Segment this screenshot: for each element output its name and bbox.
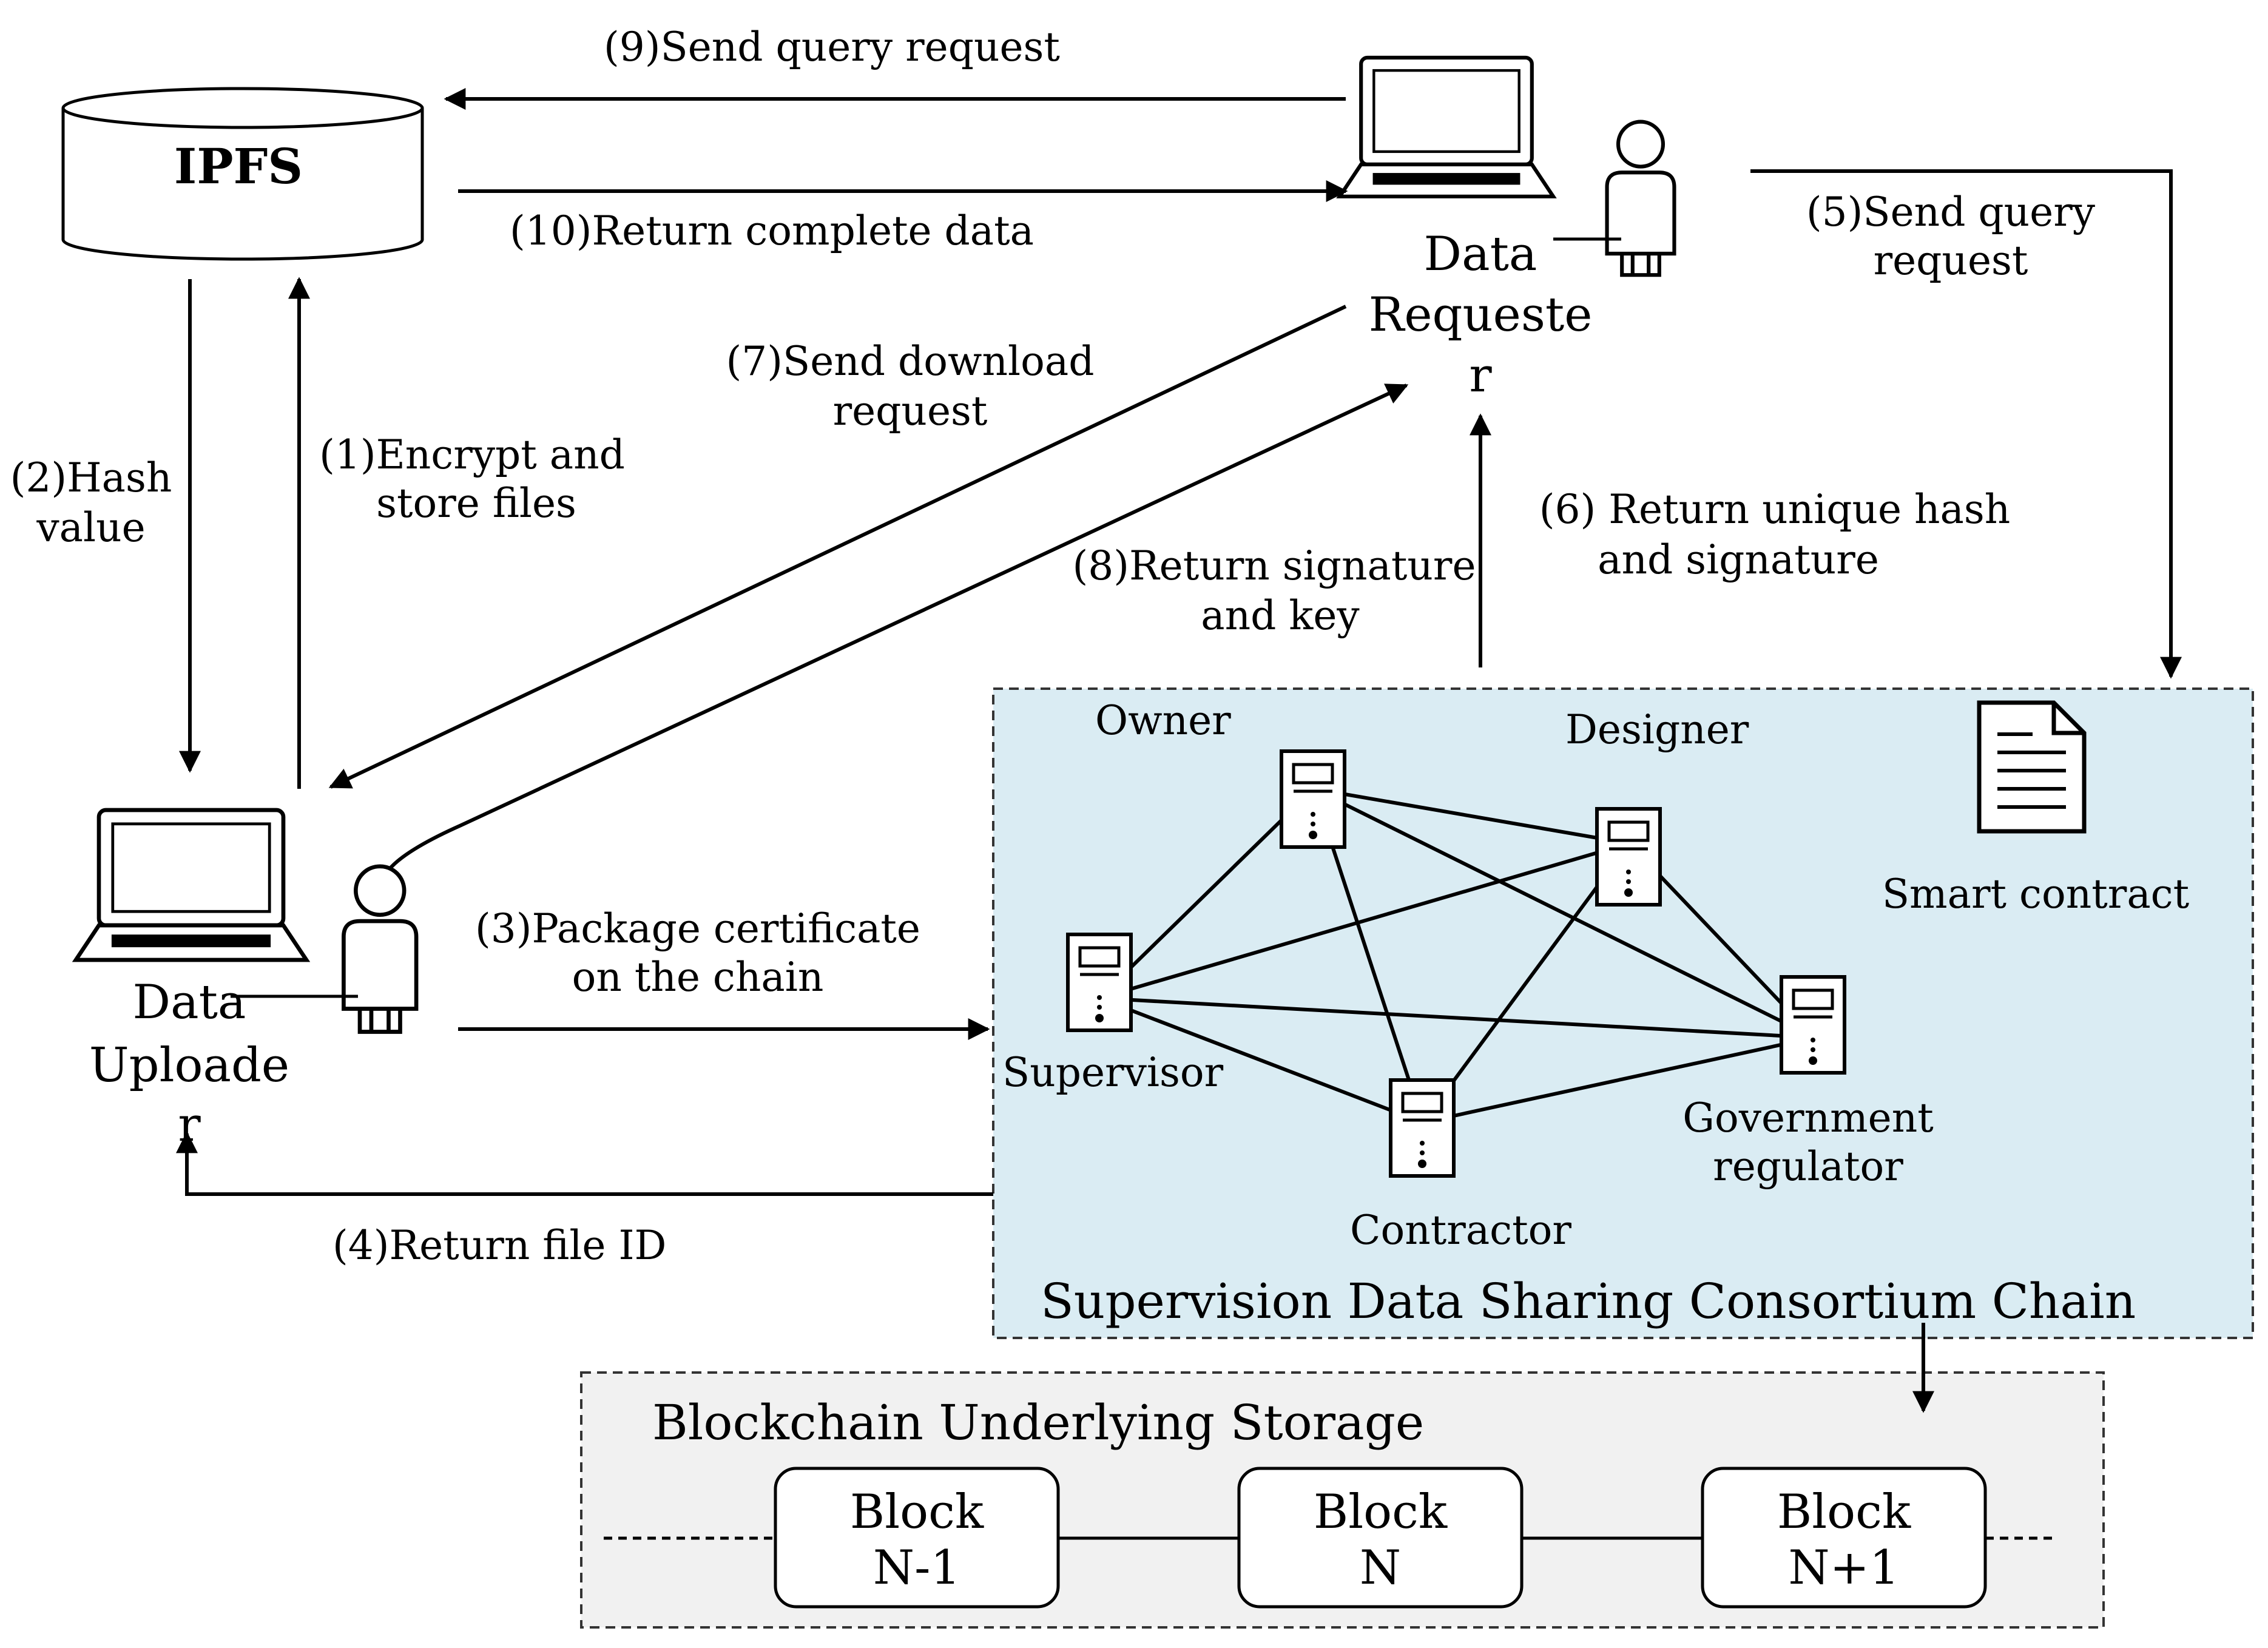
uploader-person-icon bbox=[343, 866, 416, 1032]
government-server-icon bbox=[1781, 977, 1844, 1073]
contractor-server-icon bbox=[1391, 1080, 1454, 1176]
block-label: Block bbox=[1314, 1485, 1448, 1539]
step-7-label: (7)Send download bbox=[726, 338, 1095, 385]
block-label: Block bbox=[1777, 1485, 1911, 1539]
block-label: Block bbox=[850, 1485, 984, 1539]
step-6-label: and signature bbox=[1598, 536, 1879, 583]
step-8-label: and key bbox=[1201, 592, 1360, 639]
block-label: N bbox=[1360, 1541, 1401, 1595]
requester-laptop-icon bbox=[1340, 58, 1553, 197]
step-9-label: (9)Send query request bbox=[604, 24, 1060, 70]
data-uploader-label: Data bbox=[133, 975, 246, 1030]
data-uploader-label: r bbox=[178, 1098, 201, 1152]
uploader-laptop-icon bbox=[76, 810, 306, 960]
data-requester-label: r bbox=[1469, 348, 1492, 403]
data-uploader-label: Uploade bbox=[89, 1038, 289, 1093]
block-label: N+1 bbox=[1788, 1541, 1899, 1595]
block-n-1: Block N-1 bbox=[774, 1467, 1060, 1609]
step-3-label: (3)Package certificate bbox=[475, 905, 920, 952]
government-regulator-label: regulator bbox=[1713, 1143, 1903, 1190]
step-8-label: (8)Return signature bbox=[1072, 542, 1476, 589]
arrow-4-return-file-id bbox=[176, 1131, 993, 1196]
designer-label: Designer bbox=[1565, 706, 1749, 753]
storage-title: Blockchain Underlying Storage bbox=[652, 1394, 1424, 1451]
arrow-5-send-query bbox=[1750, 169, 2182, 679]
requester-person-icon bbox=[1607, 122, 1675, 275]
step-2-label: value bbox=[36, 504, 145, 551]
step-4-label: (4)Return file ID bbox=[332, 1222, 666, 1269]
designer-server-icon bbox=[1597, 809, 1660, 905]
ipfs-label: IPFS bbox=[174, 138, 303, 195]
step-6-label: (6) Return unique hash bbox=[1539, 486, 2010, 533]
owner-label: Owner bbox=[1095, 697, 1231, 744]
contractor-label: Contractor bbox=[1350, 1207, 1571, 1254]
step-2-label: (2)Hash bbox=[10, 454, 172, 501]
step-3-label: on the chain bbox=[572, 954, 824, 1001]
step-5-label: request bbox=[1874, 237, 2028, 284]
owner-server-icon bbox=[1281, 751, 1345, 847]
supervisor-label: Supervisor bbox=[1002, 1049, 1224, 1096]
arrow-7-send-download bbox=[328, 305, 1347, 789]
flow-arrows bbox=[176, 88, 2182, 1413]
arrow-8-return-signature bbox=[388, 383, 1409, 870]
data-requester-label: Data bbox=[1424, 227, 1537, 282]
ipfs-database-icon bbox=[61, 87, 424, 261]
consortium-chain-title: Supervision Data Sharing Consortium Chai… bbox=[1041, 1273, 2136, 1329]
supervisor-server-icon bbox=[1068, 934, 1131, 1030]
smart-contract-document-icon bbox=[1977, 700, 2087, 834]
step-10-label: (10)Return complete data bbox=[510, 208, 1034, 254]
block-label: N-1 bbox=[873, 1541, 960, 1595]
step-7-label: request bbox=[833, 388, 988, 434]
government-regulator-label: Government bbox=[1682, 1095, 1934, 1141]
smart-contract-label: Smart contract bbox=[1882, 871, 2189, 917]
step-1-label: (1)Encrypt and bbox=[319, 431, 625, 478]
block-n-plus-1: Block N+1 bbox=[1701, 1467, 1987, 1609]
data-requester-label: Requeste bbox=[1369, 288, 1593, 342]
step-1-label: store files bbox=[376, 480, 576, 527]
step-5-label: (5)Send query bbox=[1806, 189, 2096, 235]
block-n: Block N bbox=[1237, 1467, 1524, 1609]
